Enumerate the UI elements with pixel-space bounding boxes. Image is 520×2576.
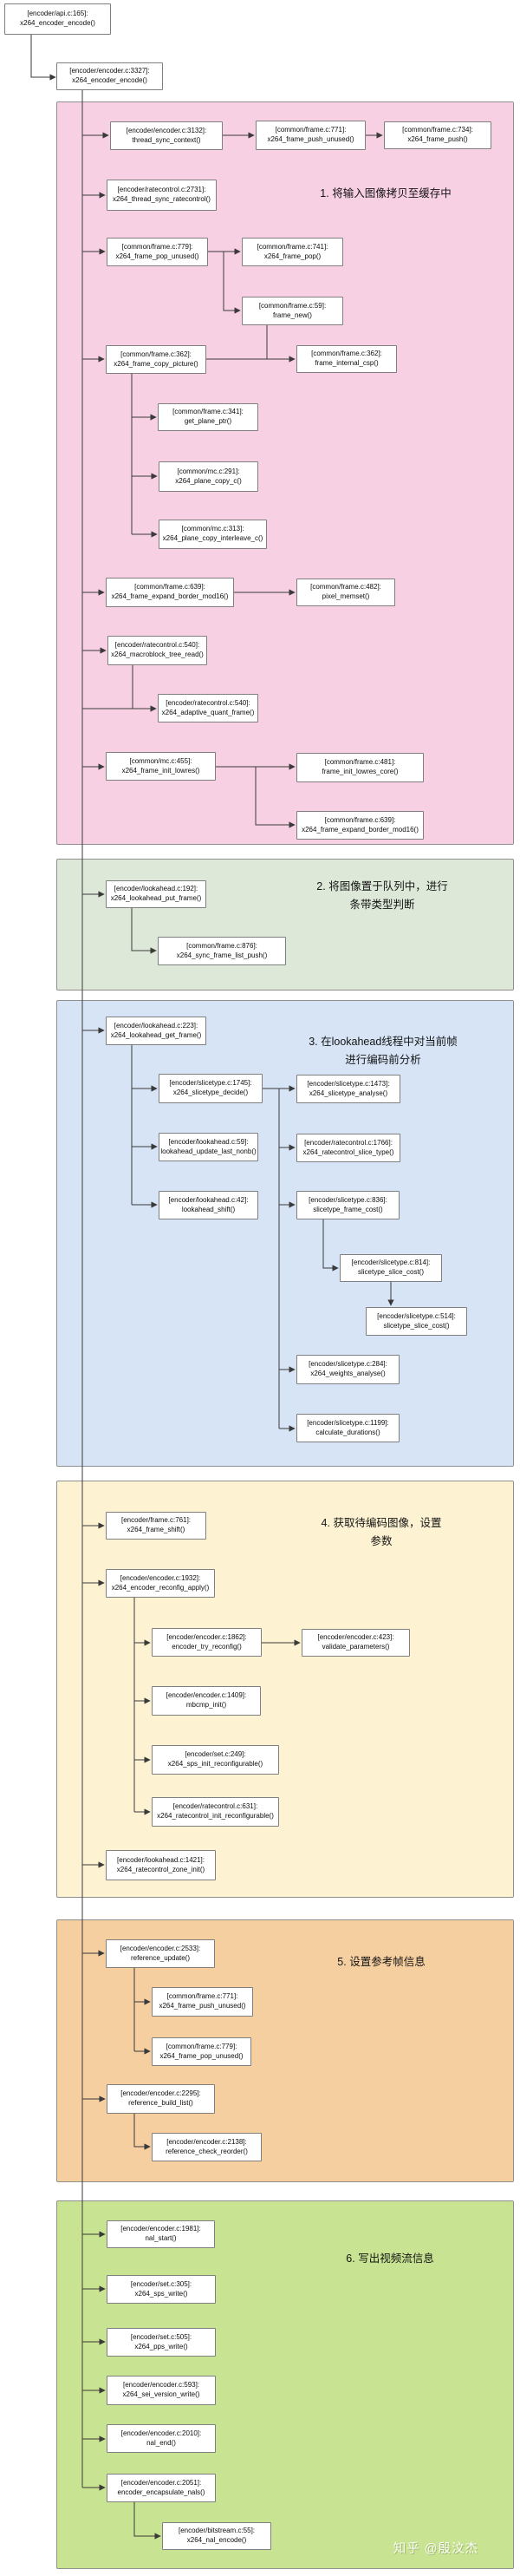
node-ratecontrol-zone-init: [encoder/lookahead.c:1421]:x264_ratecont… — [106, 1850, 216, 1880]
node-pixel-memset: [common/frame.c:482]:pixel_memset() — [296, 579, 395, 606]
node-calculate-durations: [encoder/slicetype.c:1199]:calculate_dur… — [296, 1414, 400, 1442]
section-3-note: 3. 在lookahead线程中对当前帧进行编码前分析 — [309, 1036, 458, 1067]
node-frame-shift: [encoder/frame.c:761]:x264_frame_shift() — [106, 1512, 206, 1540]
zhihu-watermark: 知乎 @殷汶杰 — [393, 2542, 478, 2556]
node-get-plane-ptr: [common/frame.c:341]:get_plane_ptr() — [158, 403, 258, 431]
section-4-get-frame-set-params — [56, 1481, 514, 1898]
section-1-copy-input-frame — [56, 101, 514, 845]
node-nal-start: [encoder/encoder.c:1981]:nal_start() — [107, 2220, 215, 2248]
node-nal-end: [encoder/encoder.c:2010]:nal_end() — [107, 2424, 216, 2453]
node-frame-pop-unused-2: [common/frame.c:779]:x264_frame_pop_unus… — [152, 2037, 251, 2066]
section-5-note: 5. 设置参考帧信息 — [337, 1956, 426, 1968]
node-sync-frame-list-push: [common/frame.c:876]:x264_sync_frame_lis… — [158, 937, 286, 965]
node-weights-analyse: [encoder/slicetype.c:284]:x264_weights_a… — [296, 1355, 400, 1384]
node-sps-write: [encoder/set.c:305]:x264_sps_write() — [107, 2275, 216, 2304]
node-slicetype-frame-cost: [encoder/slicetype.c:836]:slicetype_fram… — [296, 1191, 400, 1219]
node-encoder-try-reconfig: [encoder/encoder.c:1862]:encoder_try_rec… — [152, 1628, 262, 1657]
node-frame-internal-csp: [common/frame.c:362]:frame_internal_csp(… — [296, 345, 397, 373]
node-frame-init-lowres-core: [common/frame.c:481]:frame_init_lowres_c… — [296, 753, 424, 782]
node-frame-push-unused-1: [common/frame.c:771]:x264_frame_push_unu… — [256, 121, 366, 150]
node-mbcmp-init: [encoder/encoder.c:1409]:mbcmp_init() — [152, 1686, 261, 1716]
section-2-note: 2. 将图像置于队列中，进行条带类型判断 — [316, 880, 448, 912]
node-frame-expand-border-mod16-2: [common/frame.c:639]:x264_frame_expand_b… — [296, 811, 424, 840]
node-encoder-encapsulate-nals: [encoder/encoder.c:2051]:encoder_encapsu… — [107, 2474, 216, 2502]
node-ratecontrol-init-reconfigurable: [encoder/ratecontrol.c:631]:x264_ratecon… — [152, 1797, 279, 1827]
node-plane-copy-interleave-c: [common/mc.c:313]:x264_plane_copy_interl… — [159, 520, 267, 549]
node-frame-push-unused-2: [common/frame.c:771]:x264_frame_push_unu… — [152, 1987, 253, 2017]
section-4-note: 4. 获取待编码图像，设置参数 — [321, 1517, 442, 1548]
node-slicetype-slice-cost-814: [encoder/slicetype.c:814]:slicetype_slic… — [340, 1254, 442, 1282]
node-lookahead-put-frame: [encoder/lookahead.c:192]:x264_lookahead… — [106, 880, 206, 908]
node-thread-sync-ratecontrol: [encoder/ratecontrol.c:2731]:x264_thread… — [107, 180, 217, 211]
node-ratecontrol-slice-type: [encoder/ratecontrol.c:1766]:x264_rateco… — [296, 1134, 400, 1162]
node-lookahead-shift: [encoder/lookahead.c:42]:lookahead_shift… — [159, 1191, 258, 1219]
section-1-note: 1. 将输入图像拷贝至缓存中 — [320, 187, 452, 199]
node-frame-push: [common/frame.c:734]:x264_frame_push() — [384, 121, 491, 149]
node-frame-pop-unused-1: [common/frame.c:779]:x264_frame_pop_unus… — [107, 238, 208, 266]
node-api-encoder-encode: [encoder/api.c:165]:x264_encoder_encode(… — [4, 3, 111, 35]
node-frame-new: [common/frame.c:59]:frame_new() — [242, 297, 343, 325]
node-macroblock-tree-read: [encoder/ratecontrol.c:540]:x264_macrobl… — [107, 636, 207, 665]
node-sei-version-write: [encoder/encoder.c:593]:x264_sei_version… — [107, 2376, 216, 2405]
node-frame-copy-picture: [common/frame.c:362]:x264_frame_copy_pic… — [106, 345, 206, 374]
node-plane-copy-c: [common/mc.c:291]:x264_plane_copy_c() — [159, 461, 258, 492]
node-reference-check-reorder: [encoder/encoder.c:2138]:reference_check… — [152, 2133, 262, 2161]
node-thread-sync-context: [encoder/encoder.c:3132]:thread_sync_con… — [110, 121, 223, 150]
node-sps-init-reconfigurable: [encoder/set.c:249]:x264_sps_init_reconf… — [152, 1745, 279, 1775]
node-frame-init-lowres: [common/mc.c:455]:x264_frame_init_lowres… — [106, 752, 216, 781]
node-frame-expand-border-mod16-1: [common/frame.c:639]:x264_frame_expand_b… — [106, 578, 234, 607]
node-lookahead-update-last-nonb: [encoder/lookahead.c:59]:lookahead_updat… — [159, 1133, 258, 1161]
node-pps-write: [encoder/set.c:505]:x264_pps_write() — [107, 2328, 216, 2357]
node-nal-encode: [encoder/bitstream.c:55]:x264_nal_encode… — [162, 2522, 271, 2550]
node-reference-update: [encoder/encoder.c:2533]:reference_updat… — [106, 1939, 215, 1968]
section-3-lookahead-analysis — [56, 1000, 514, 1467]
node-validate-parameters: [encoder/encoder.c:423]:validate_paramet… — [302, 1629, 410, 1657]
node-slicetype-decide: [encoder/slicetype.c:1745]:x264_slicetyp… — [159, 1074, 263, 1103]
node-slicetype-slice-cost-514: [encoder/slicetype.c:514]:slicetype_slic… — [366, 1307, 467, 1336]
section-6-note: 6. 写出视频流信息 — [346, 2252, 434, 2265]
node-adaptive-quant-frame: [encoder/ratecontrol.c:540]:x264_adaptiv… — [158, 694, 258, 722]
node-frame-pop: [common/frame.c:741]:x264_frame_pop() — [242, 238, 343, 266]
node-reference-build-list: [encoder/encoder.c:2295]:reference_build… — [107, 2084, 215, 2114]
node-slicetype-analyse: [encoder/slicetype.c:1473]:x264_slicetyp… — [296, 1075, 400, 1103]
node-encoder-reconfig-apply: [encoder/encoder.c:1932]:x264_encoder_re… — [106, 1569, 215, 1598]
node-lookahead-get-frame: [encoder/lookahead.c:223]:x264_lookahead… — [106, 1017, 206, 1045]
node-encoder-encode: [encoder/encoder.c:3327]:x264_encoder_en… — [56, 62, 163, 90]
